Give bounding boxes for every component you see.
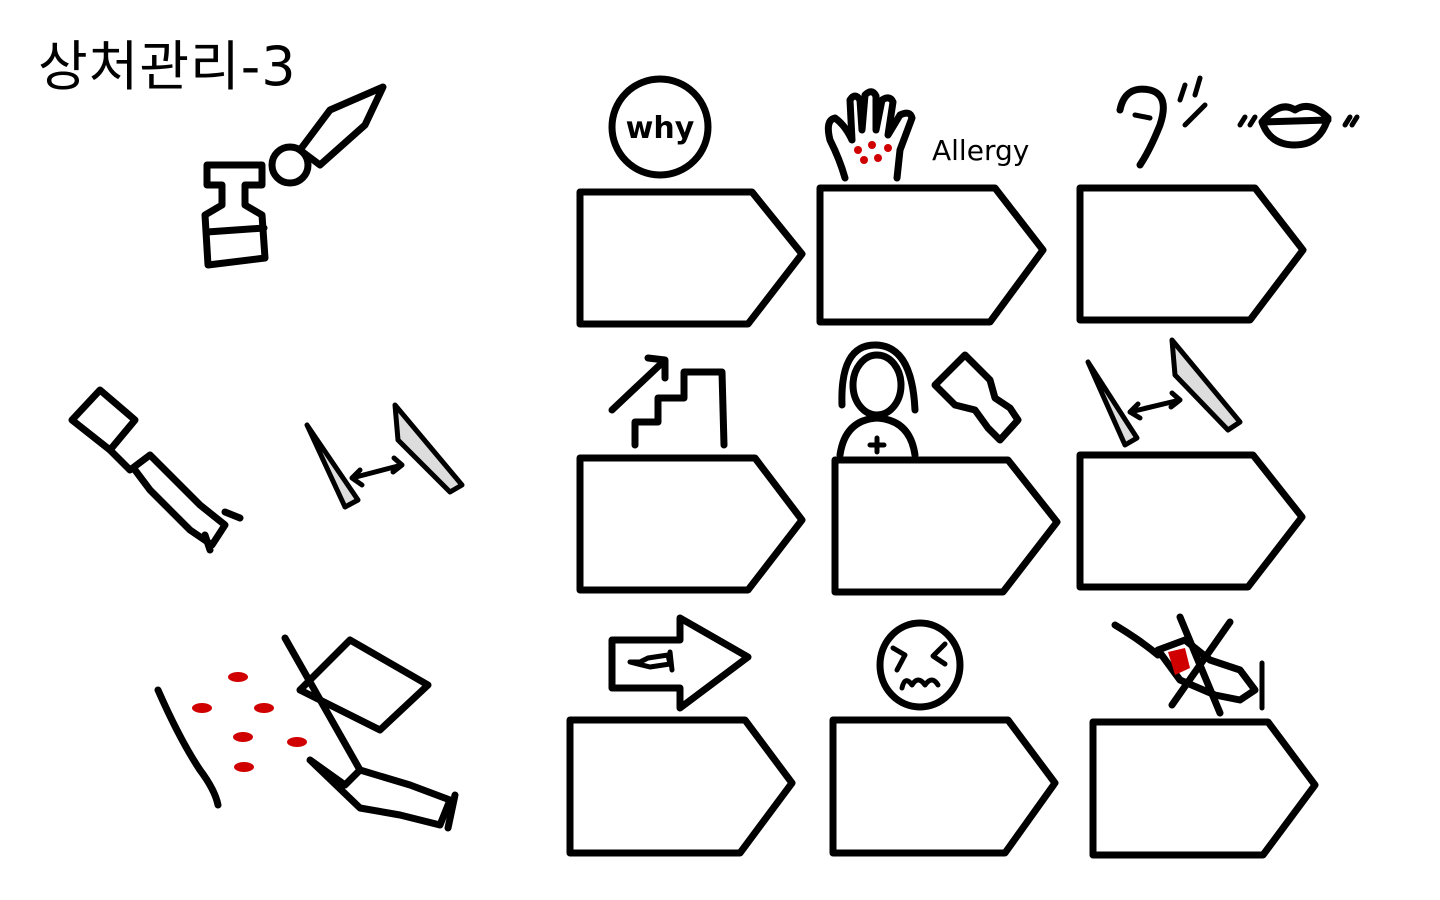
blade-distance-icon — [1085, 337, 1243, 448]
card-r1-c2[interactable] — [816, 184, 1047, 326]
card-r1-c3[interactable] — [1076, 184, 1307, 324]
blood-wipe-icon — [154, 634, 459, 832]
card-r3-c2[interactable] — [829, 716, 1059, 857]
card-r2-c2[interactable] — [831, 456, 1061, 596]
card-r3-c1[interactable] — [566, 716, 796, 857]
page-title: 상처관리-3 — [38, 35, 297, 98]
grimace-face-icon — [876, 619, 964, 711]
allergy-label: Allergy — [932, 134, 1029, 167]
why-label: why — [626, 111, 695, 146]
stairs-up-icon — [608, 354, 728, 449]
card-r2-c1[interactable] — [576, 454, 806, 594]
card-r2-c3[interactable] — [1076, 451, 1306, 591]
allergy-hand-icon — [824, 88, 916, 182]
no-bloody-syringe-icon — [1111, 613, 1265, 717]
ear-and-mouth-icon — [1116, 75, 1360, 169]
blade-distance-icon-left — [304, 402, 465, 510]
spray-bottle-knife-icon — [201, 83, 387, 269]
nurse-and-vial-icon — [836, 341, 1022, 459]
why-circle-icon: why — [608, 75, 712, 179]
card-r3-c3[interactable] — [1089, 718, 1319, 859]
card-r1-c1[interactable] — [576, 188, 806, 328]
vial-syringe-icon — [68, 386, 244, 554]
syringe-arrow-icon — [608, 614, 752, 712]
